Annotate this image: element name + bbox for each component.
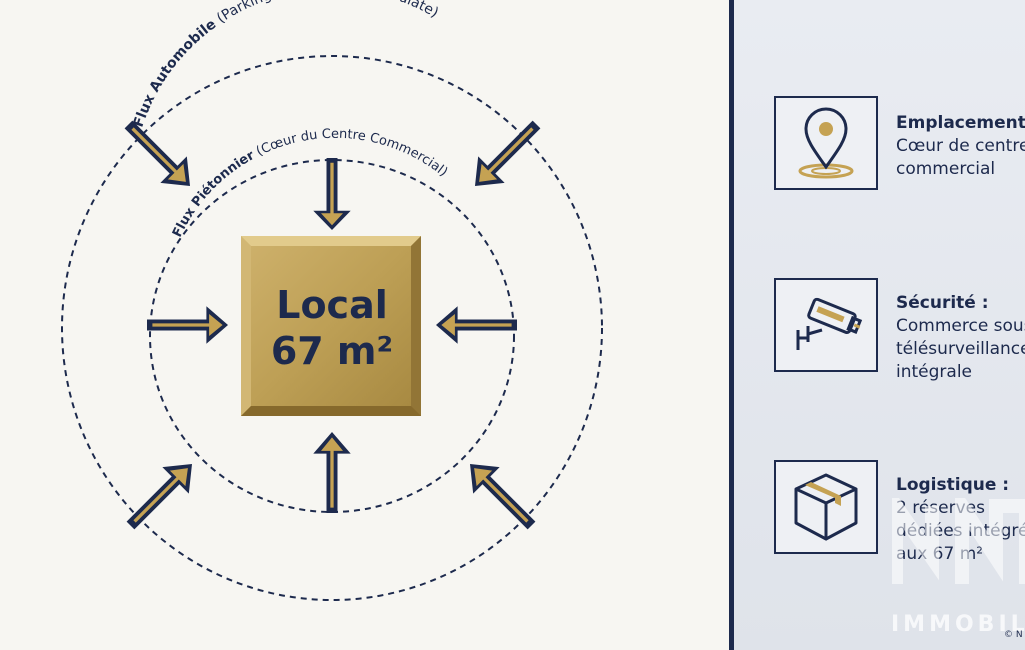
feature-location-line: Cœur de centre — [896, 136, 1025, 156]
flux-diagram: Flux Automobile (Parking à proximité imm… — [61, 0, 603, 601]
map-pin-icon — [798, 107, 854, 179]
watermark-logo — [892, 498, 1025, 584]
arrow-outer-top-left — [115, 111, 204, 200]
feature-security-text: Sécurité : Commerce sous télésurveillanc… — [896, 292, 1025, 384]
feature-security-title: Sécurité : — [896, 293, 989, 313]
arrow-inner-top — [313, 158, 351, 230]
inner-flow-label: Flux Piétonnier (Cœur du Centre Commerci… — [170, 127, 450, 240]
local-plaque: Local 67 m² — [241, 236, 421, 416]
feature-location: Emplacement Cœur de centre commercial — [774, 96, 1025, 196]
feature-security: Sécurité : Commerce sous télésurveillanc… — [774, 278, 1025, 382]
panel-divider — [729, 0, 734, 650]
outer-flow-label: Flux Automobile (Parking à proximité imm… — [131, 0, 442, 129]
feature-logistics-title: Logistique : — [896, 475, 1010, 495]
arrow-outer-bottom-right — [456, 450, 545, 539]
features-panel: Emplacement Cœur de centre commercial Sé… — [734, 0, 1025, 650]
arrow-inner-bottom — [313, 432, 351, 513]
arrow-inner-left — [147, 306, 228, 344]
local-title: Local — [276, 283, 388, 327]
arrow-outer-bottom-left — [117, 450, 206, 539]
feature-location-title: Emplacement — [896, 113, 1025, 133]
feature-security-line: Commerce sous — [896, 316, 1025, 336]
feature-security-line: intégrale — [896, 362, 973, 382]
feature-icon-box — [774, 96, 878, 190]
arrow-outer-top-right — [461, 111, 550, 200]
watermark-mark: © N — [1004, 630, 1023, 640]
feature-security-line: télésurveillance — [896, 339, 1025, 359]
inner-flow-circle — [149, 159, 515, 513]
local-area: 67 m² — [271, 329, 393, 373]
cctv-camera-icon — [796, 297, 863, 350]
feature-icon-box — [774, 278, 878, 372]
feature-location-text: Emplacement Cœur de centre commercial — [896, 112, 1025, 181]
feature-location-line: commercial — [896, 159, 996, 179]
outer-flow-circle — [61, 55, 603, 601]
watermark-text: IMMOBILIER — [891, 612, 1025, 637]
feature-icon-box — [774, 460, 878, 554]
arrow-inner-right — [436, 306, 517, 344]
box-icon — [794, 473, 858, 541]
